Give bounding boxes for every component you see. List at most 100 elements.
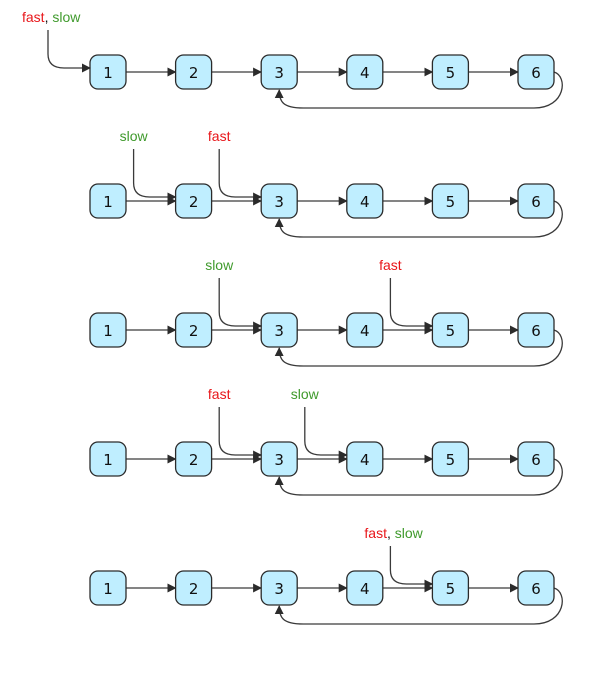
list-node-2: 2	[174, 570, 213, 606]
node-label: 1	[103, 193, 113, 211]
node-box	[89, 441, 127, 477]
combined-pointer-label: fast, slow	[22, 9, 81, 25]
cycle-edge-6-to-3	[274, 329, 563, 367]
list-node-6: 6	[517, 312, 555, 348]
fast-pointer-arrow	[218, 149, 263, 202]
pointer-separator: ,	[45, 9, 53, 25]
list-node-4: 4	[346, 441, 384, 477]
list-node-1: 1	[89, 312, 127, 348]
node-label: 3	[274, 322, 284, 340]
step-row-1: 1 2 3 4 5 6 fast, slow	[22, 9, 563, 109]
node-label: 3	[274, 193, 284, 211]
node-label: 3	[274, 64, 284, 82]
node-box	[346, 312, 384, 348]
node-label: 6	[531, 451, 541, 469]
node-label: 4	[360, 193, 370, 211]
node-box	[517, 441, 555, 477]
list-node-4: 4	[346, 183, 384, 219]
node-box	[431, 441, 470, 477]
node-label: 4	[360, 580, 370, 598]
node-box	[260, 54, 298, 90]
list-node-3: 3	[260, 312, 298, 348]
list-node-3: 3	[260, 54, 298, 90]
node-box	[89, 312, 127, 348]
node-box	[517, 183, 555, 219]
combined-pointer-arrow	[389, 546, 434, 589]
node-box	[517, 570, 555, 606]
fast-pointer-arrow	[218, 407, 263, 460]
list-node-5: 5	[431, 570, 470, 606]
node-label: 5	[446, 193, 456, 211]
list-node-2: 2	[174, 54, 213, 90]
node-label: 1	[103, 64, 113, 82]
list-node-5: 5	[431, 441, 470, 477]
cycle-edge-6-to-3	[274, 587, 563, 625]
node-box	[431, 54, 470, 90]
node-label: 2	[189, 580, 199, 598]
combined-pointer-label: fast, slow	[364, 525, 423, 541]
node-label: 4	[360, 64, 370, 82]
node-box	[89, 570, 127, 606]
list-node-6: 6	[517, 441, 555, 477]
node-label: 6	[531, 580, 541, 598]
slow-pointer-arrow	[132, 149, 177, 202]
list-node-5: 5	[431, 183, 470, 219]
fast-pointer-label: fast	[208, 386, 231, 402]
node-label: 6	[531, 322, 541, 340]
list-node-4: 4	[346, 570, 384, 606]
list-node-1: 1	[89, 183, 127, 219]
node-label: 5	[446, 451, 456, 469]
slow-pointer-label: slow	[291, 386, 320, 402]
node-box	[431, 183, 470, 219]
node-box	[89, 183, 127, 219]
step-row-4: 1 2 3 4 5 6 fast slow	[89, 386, 563, 496]
slow-pointer-arrow	[304, 407, 348, 460]
cycle-edge-6-to-3	[274, 71, 563, 109]
slow-pointer-label: slow	[395, 525, 424, 541]
node-box	[517, 54, 555, 90]
slow-pointer-label: slow	[205, 257, 234, 273]
node-label: 2	[189, 322, 199, 340]
list-node-6: 6	[517, 54, 555, 90]
node-label: 2	[189, 451, 199, 469]
list-node-5: 5	[431, 312, 470, 348]
node-label: 1	[103, 322, 113, 340]
slow-pointer-label: slow	[120, 128, 149, 144]
list-node-4: 4	[346, 54, 384, 90]
cycle-edge-6-to-3	[274, 200, 563, 238]
list-node-3: 3	[260, 441, 298, 477]
fast-pointer-arrow	[389, 278, 434, 331]
node-box	[260, 570, 298, 606]
node-label: 3	[274, 580, 284, 598]
node-box	[174, 54, 213, 90]
node-box	[174, 441, 213, 477]
fast-pointer-label: fast	[379, 257, 402, 273]
list-node-6: 6	[517, 570, 555, 606]
list-node-1: 1	[89, 570, 127, 606]
node-label: 6	[531, 64, 541, 82]
node-box	[346, 570, 384, 606]
combined-pointer-arrow	[47, 30, 91, 73]
node-label: 5	[446, 64, 456, 82]
step-row-3: 1 2 3 4 5 6 fast slow	[89, 257, 563, 367]
node-label: 5	[446, 580, 456, 598]
node-box	[174, 312, 213, 348]
node-label: 4	[360, 322, 370, 340]
slow-pointer-label: slow	[52, 9, 81, 25]
node-label: 4	[360, 451, 370, 469]
list-node-2: 2	[174, 183, 213, 219]
pointer-separator: ,	[387, 525, 395, 541]
node-label: 6	[531, 193, 541, 211]
node-box	[346, 183, 384, 219]
fast-pointer-label: fast	[364, 525, 387, 541]
slow-pointer-arrow	[218, 278, 263, 331]
list-node-3: 3	[260, 183, 298, 219]
node-box	[346, 54, 384, 90]
step-row-5: 1 2 3 4 5 6 fast, slow	[89, 525, 563, 625]
list-node-4: 4	[346, 312, 384, 348]
list-node-2: 2	[174, 441, 213, 477]
list-node-1: 1	[89, 441, 127, 477]
node-label: 2	[189, 193, 199, 211]
